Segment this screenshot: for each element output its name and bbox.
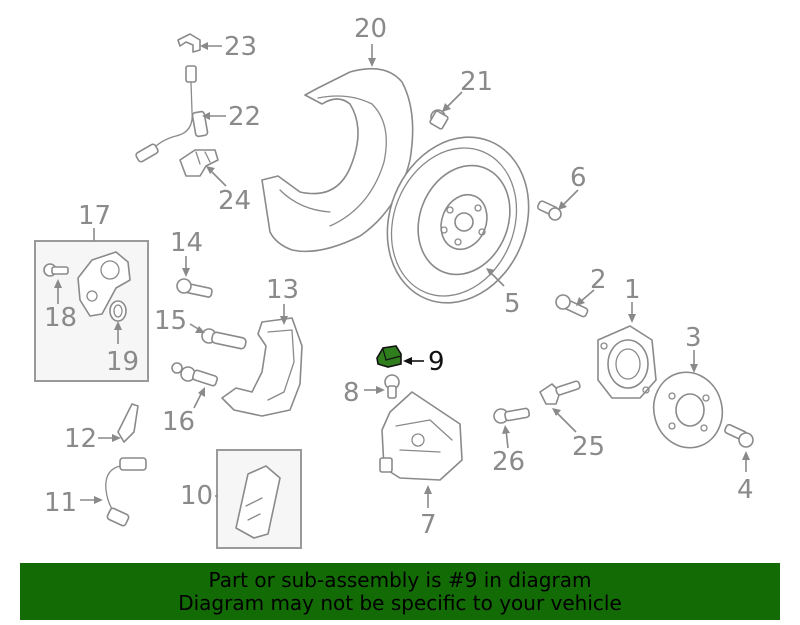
part-25-bracket xyxy=(539,380,581,405)
callout-17: 17 xyxy=(78,201,111,231)
part-7-caliper xyxy=(379,391,463,481)
callout-3: 3 xyxy=(685,323,702,353)
callout-6: 6 xyxy=(570,163,587,193)
part-14-bolt xyxy=(176,278,213,298)
callout-8: 8 xyxy=(343,378,360,408)
callout-2: 2 xyxy=(590,265,607,295)
part-5-rotor xyxy=(386,136,530,304)
callout-22: 22 xyxy=(228,102,261,132)
part-6-bolt xyxy=(537,200,562,221)
part-15-guide-pin xyxy=(201,328,247,350)
callout-14: 14 xyxy=(170,228,203,258)
callout-5: 5 xyxy=(504,289,521,319)
callout-15: 15 xyxy=(154,306,187,336)
banner-line-disclaimer: Diagram may not be specific to your vehi… xyxy=(178,590,622,615)
callout-1: 1 xyxy=(624,275,641,305)
part-4-bolt xyxy=(724,423,754,448)
callout-12: 12 xyxy=(64,424,97,454)
callout-24: 24 xyxy=(218,186,251,216)
callout-11: 11 xyxy=(44,488,77,518)
part-11-sensor xyxy=(105,457,147,527)
part-24-clip xyxy=(179,149,219,177)
part-12-bracket xyxy=(117,403,139,443)
callout-26: 26 xyxy=(492,447,525,477)
callout-13: 13 xyxy=(266,275,299,305)
callout-18: 18 xyxy=(44,303,77,333)
part-1-hub-bearing xyxy=(597,325,657,399)
part-20-dust-shield xyxy=(261,67,414,253)
part-22-sensor-wire xyxy=(135,65,209,163)
callout-25: 25 xyxy=(572,432,605,462)
part-18-screw xyxy=(43,263,69,277)
callout-23: 23 xyxy=(224,32,257,62)
part-16-guide-pin xyxy=(171,362,218,387)
part-13-caliper-bracket xyxy=(221,317,303,417)
callout-16: 16 xyxy=(162,407,195,437)
callout-19: 19 xyxy=(106,347,139,377)
part-2-bolt xyxy=(555,294,589,318)
part-17-actuator xyxy=(77,251,131,317)
part-10-brake-pad xyxy=(235,465,281,539)
callout-21: 21 xyxy=(460,67,493,97)
part-8-bleeder xyxy=(384,374,400,399)
part-23-bracket xyxy=(177,33,201,53)
part-21-bolt xyxy=(429,109,449,130)
banner-line-part-reference: Part or sub-assembly is #9 in diagram xyxy=(208,567,592,592)
part-9-cap-highlighted xyxy=(376,345,402,368)
parts-diagram: 23 22 24 20 21 6 5 2 1 3 4 17 18 19 14 1… xyxy=(34,14,754,549)
callout-4: 4 xyxy=(737,475,754,505)
leader-lines xyxy=(54,42,750,508)
callout-7: 7 xyxy=(420,510,437,540)
info-banner: Part or sub-assembly is #9 in diagram Di… xyxy=(20,563,780,620)
part-19-ring xyxy=(109,300,127,322)
part-26-bolt xyxy=(493,407,531,424)
callout-20: 20 xyxy=(354,14,387,44)
callout-9-highlighted: 9 xyxy=(428,347,445,377)
part-3-hub-flange xyxy=(652,371,724,449)
callout-labels: 23 22 24 20 21 6 5 2 1 3 4 17 18 19 14 1… xyxy=(44,14,754,540)
callout-10: 10 xyxy=(180,481,213,511)
